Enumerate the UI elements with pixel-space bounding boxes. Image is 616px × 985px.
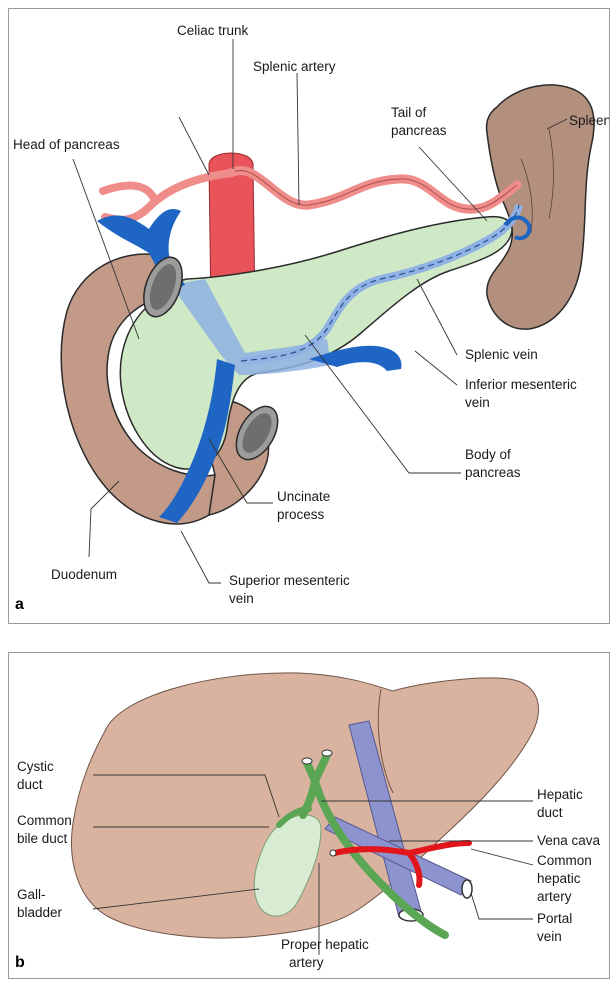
label-vena-cava: Vena cava	[537, 833, 601, 848]
label-tail-of-pancreas-2: pancreas	[391, 123, 447, 138]
label-inferior-mesenteric-2: vein	[465, 395, 490, 410]
label-portal-vein-1: Portal	[537, 911, 572, 926]
label-common-hepatic-artery-3: artery	[537, 889, 572, 904]
label-hepatic-duct-1: Hepatic	[537, 787, 583, 802]
panel-b: Cystic duct Common bile duct Gall- bladd…	[8, 652, 610, 979]
label-splenic-artery: Splenic artery	[253, 59, 336, 74]
label-common-hepatic-artery-1: Common	[537, 853, 592, 868]
label-portal-vein-2: vein	[537, 929, 562, 944]
label-common-hepatic-artery-2: hepatic	[537, 871, 581, 886]
label-smv-1: Superior mesenteric	[229, 573, 350, 588]
label-duodenum: Duodenum	[51, 567, 117, 582]
label-proper-hepatic-artery-1: Proper hepatic	[281, 937, 369, 952]
pancreas-diagram: Celiac trunk Splenic artery Tail of panc…	[9, 9, 609, 623]
label-cystic-duct-1: Cystic	[17, 759, 54, 774]
label-common-bile-duct-1: Common	[17, 813, 72, 828]
label-body-of-pancreas-1: Body of	[465, 447, 511, 462]
liver-diagram: Cystic duct Common bile duct Gall- bladd…	[9, 653, 609, 978]
label-uncinate-1: Uncinate	[277, 489, 330, 504]
panel-a: Celiac trunk Splenic artery Tail of panc…	[8, 8, 610, 624]
panel-letter-b: b	[15, 954, 25, 971]
label-spleen: Spleen	[569, 113, 609, 128]
panel-letter-a: a	[15, 596, 24, 613]
label-cystic-duct-2: duct	[17, 777, 43, 792]
label-celiac-trunk: Celiac trunk	[177, 23, 249, 38]
label-body-of-pancreas-2: pancreas	[465, 465, 521, 480]
label-common-bile-duct-2: bile duct	[17, 831, 68, 846]
label-smv-2: vein	[229, 591, 254, 606]
label-tail-of-pancreas-1: Tail of	[391, 105, 427, 120]
label-inferior-mesenteric-1: Inferior mesenteric	[465, 377, 577, 392]
label-uncinate-2: process	[277, 507, 325, 522]
label-gallbladder-2: bladder	[17, 905, 63, 920]
label-gallbladder-1: Gall-	[17, 887, 46, 902]
label-head-of-pancreas: Head of pancreas	[13, 137, 120, 152]
label-hepatic-duct-2: duct	[537, 805, 563, 820]
label-proper-hepatic-artery-2: artery	[289, 955, 324, 970]
label-splenic-vein: Splenic vein	[465, 347, 538, 362]
